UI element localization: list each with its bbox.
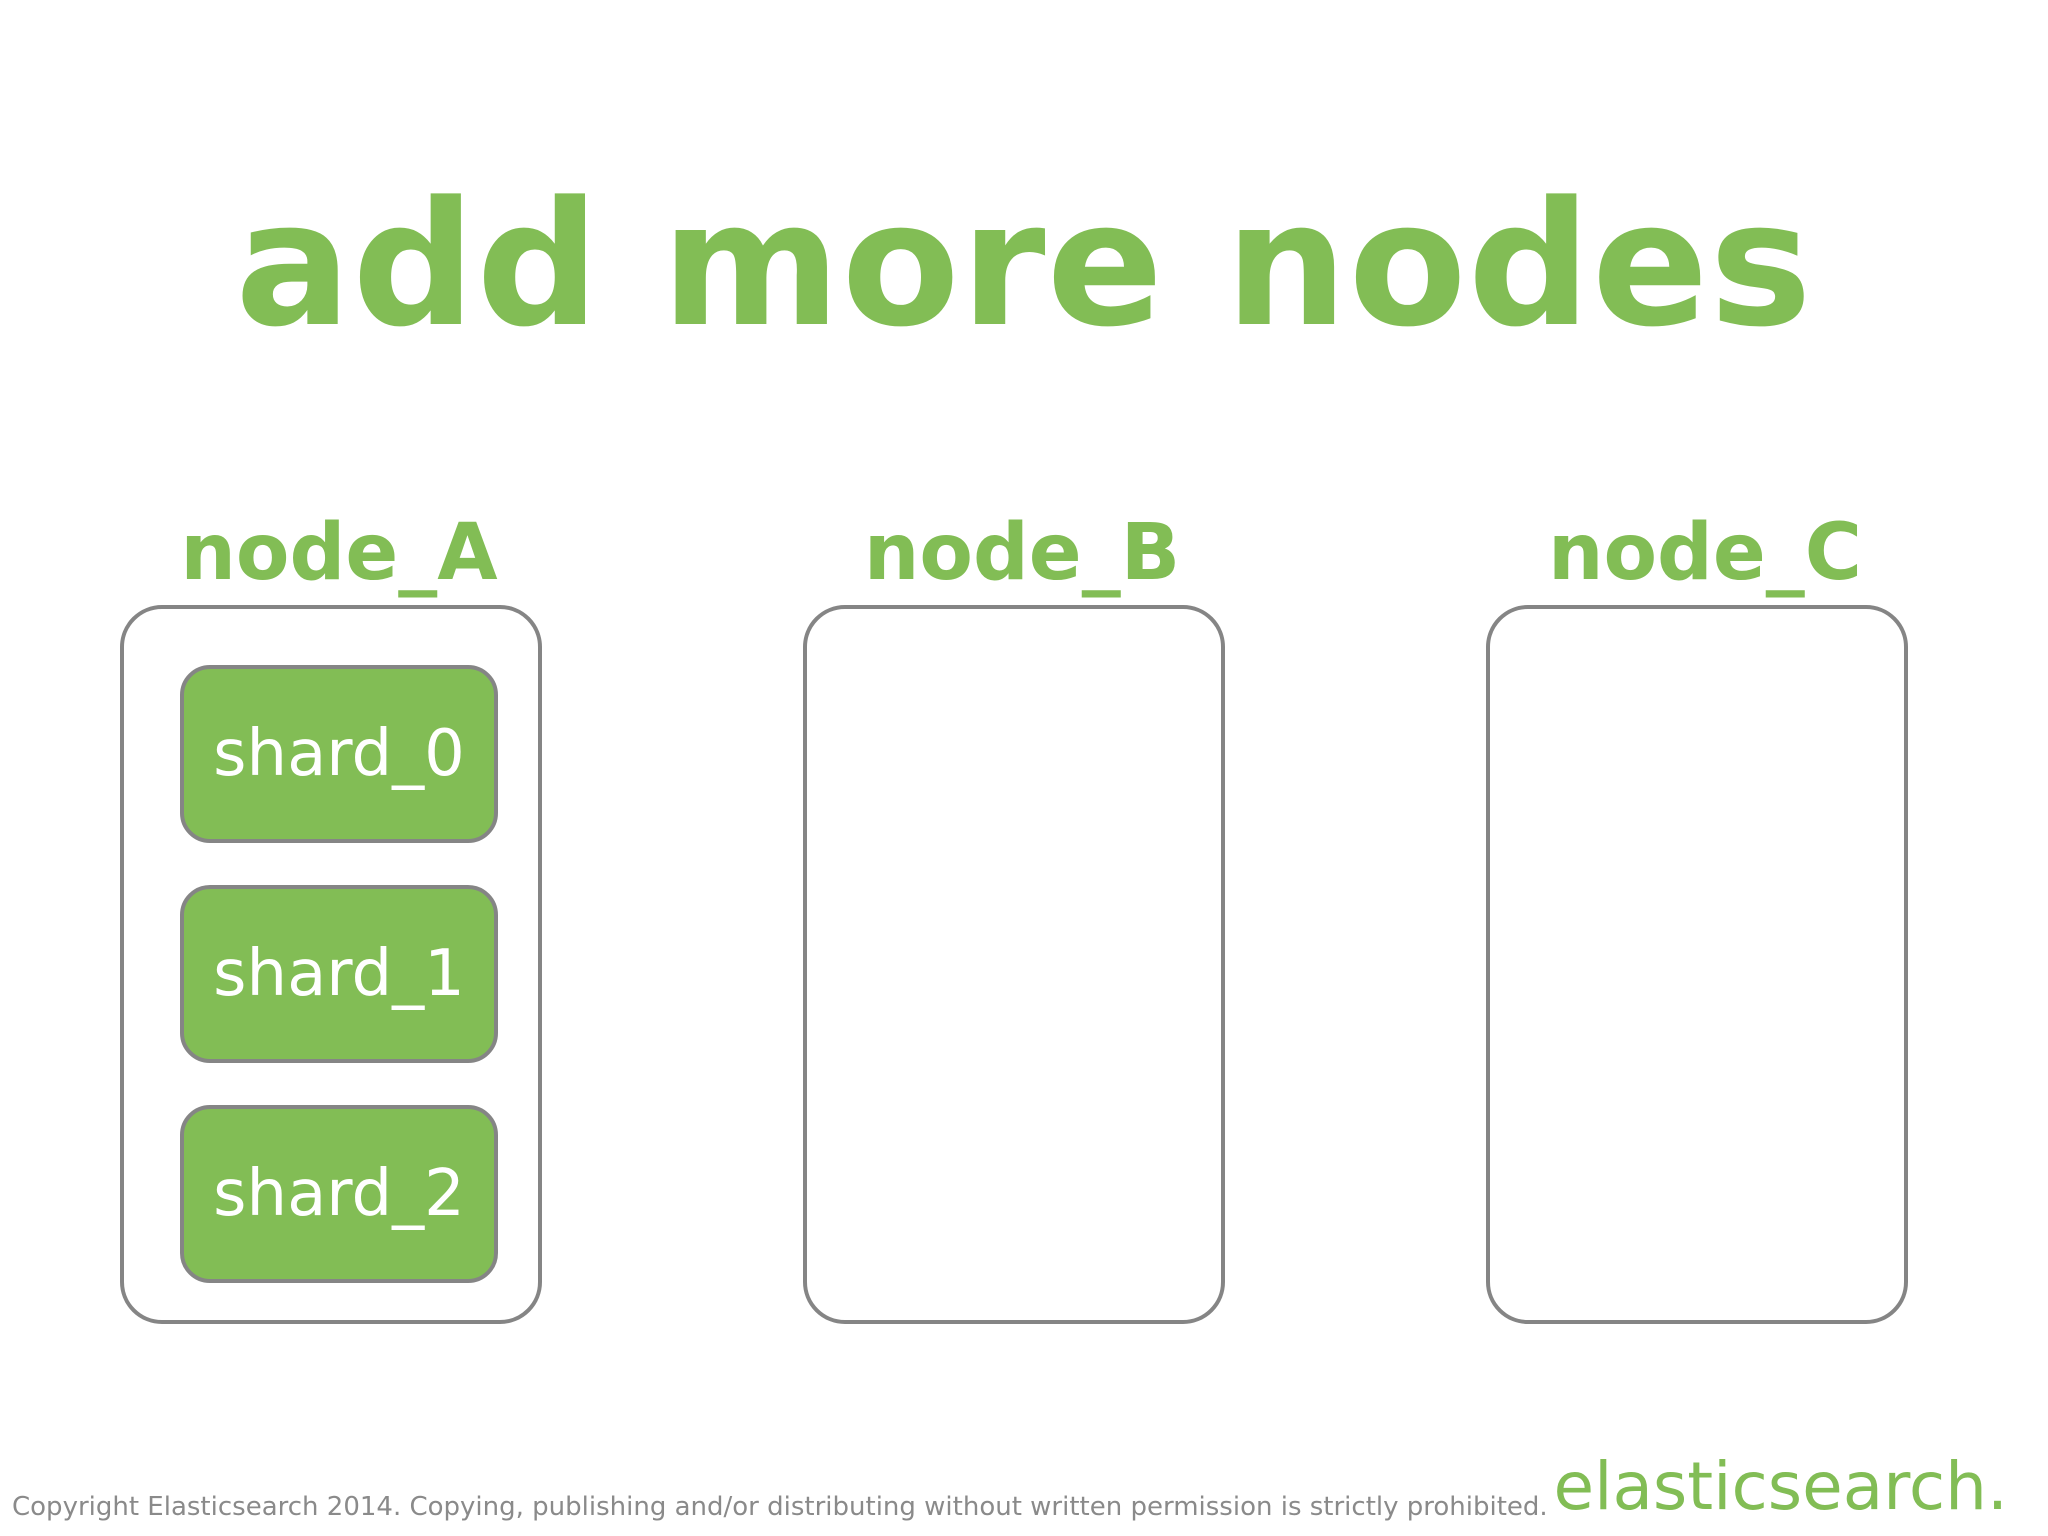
slide-title: add more nodes — [235, 164, 1813, 365]
copyright-notice: Copyright Elasticsearch 2014. Copying, p… — [12, 1492, 1548, 1522]
node-a-box: shard_0 shard_1 shard_2 — [120, 605, 542, 1324]
node-b-box — [803, 605, 1225, 1324]
shard-1-block: shard_1 — [180, 885, 498, 1063]
node-b-label: node_B — [863, 508, 1181, 598]
elasticsearch-logo: elasticsearch. — [1553, 1448, 2009, 1525]
shard-0-block: shard_0 — [180, 665, 498, 843]
node-c-label: node_C — [1547, 508, 1863, 598]
node-a-label: node_A — [180, 508, 498, 598]
shard-2-block: shard_2 — [180, 1105, 498, 1283]
node-c-box — [1486, 605, 1908, 1324]
